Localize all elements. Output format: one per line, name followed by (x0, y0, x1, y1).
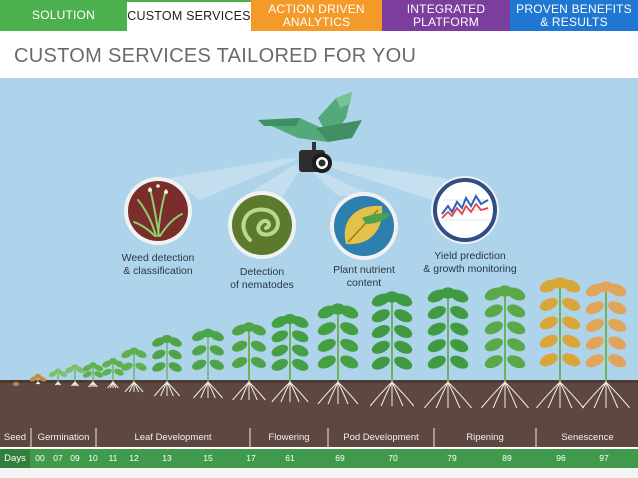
soil-layer (0, 380, 638, 428)
day-value: 12 (129, 453, 139, 463)
day-value: 70 (388, 453, 398, 463)
growth-stage-bar: Seed Germination Leaf Development Flower… (0, 428, 638, 447)
leaf-icon (330, 192, 398, 260)
weed-icon (124, 177, 192, 245)
day-value: 10 (88, 453, 98, 463)
camera-beams (168, 158, 468, 200)
chart-icon (431, 176, 499, 244)
day-value: 13 (162, 453, 172, 463)
days-label: Days (0, 449, 30, 468)
top-tab-bar: SOLUTION CUSTOM SERVICES ACTION DRIVEN A… (0, 0, 638, 31)
service-label-nutrient: Plant nutrient content (333, 264, 395, 289)
scene-illustration (0, 92, 638, 428)
page-title: CUSTOM SERVICES TAILORED FOR YOU (14, 45, 417, 67)
days-bar: Days 00 07 09 10 11 12 13 15 17 61 69 70… (0, 449, 638, 468)
day-value: 00 (35, 453, 45, 463)
tab-action-driven-analytics[interactable]: ACTION DRIVEN ANALYTICS (251, 0, 382, 31)
day-value: 17 (246, 453, 256, 463)
service-label-yield: Yield prediction & growth monitoring (423, 250, 517, 275)
stage-flowering: Flowering (268, 432, 310, 443)
service-label-weed: Weed detection & classification (121, 252, 195, 277)
day-value: 79 (447, 453, 457, 463)
stage-seed: Seed (3, 432, 27, 443)
day-value: 07 (53, 453, 63, 463)
stage-pod-development: Pod Development (343, 432, 419, 443)
day-value: 96 (556, 453, 566, 463)
day-value: 11 (108, 453, 118, 463)
stage-ripening: Ripening (466, 432, 504, 443)
tab-proven-benefits[interactable]: PROVEN BENEFITS & RESULTS (510, 0, 638, 31)
day-value: 97 (599, 453, 609, 463)
stage-leaf-development: Leaf Development (134, 432, 212, 443)
footer-strip (0, 468, 638, 478)
day-value: 69 (335, 453, 345, 463)
tab-solution[interactable]: SOLUTION (0, 0, 127, 31)
stage-senescence: Senescence (561, 432, 614, 443)
tab-integrated-platform[interactable]: INTEGRATED PLATFORM (382, 0, 510, 31)
crop-scene: Weed detection & classification Detectio… (0, 78, 638, 428)
stage-germination: Germination (37, 432, 90, 443)
day-value: 89 (502, 453, 512, 463)
day-value: 09 (70, 453, 80, 463)
day-value: 61 (285, 453, 295, 463)
nematode-icon (228, 191, 296, 259)
day-value: 15 (203, 453, 213, 463)
drone-icon (258, 92, 362, 173)
service-label-nematodes: Detection of nematodes (230, 266, 294, 291)
tab-custom-services[interactable]: CUSTOM SERVICES (127, 0, 251, 31)
plant-growth-row (13, 277, 631, 409)
